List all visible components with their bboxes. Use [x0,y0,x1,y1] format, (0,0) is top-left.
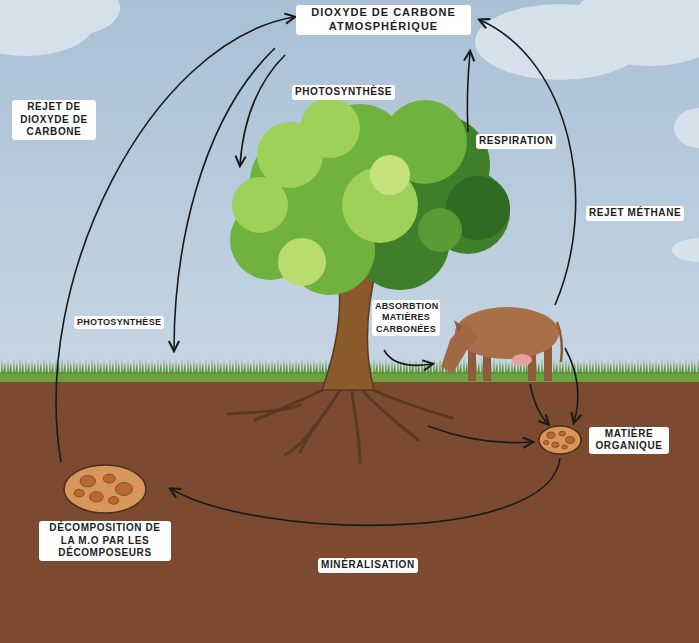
tree-roots [228,386,452,462]
organic-matter-blob [543,440,549,444]
decomposition-pool: DÉCOMPOSITION DE LA M.O PAR LES DÉCOMPOS… [39,463,171,561]
node-label: DÉCOMPOSITION DE LA M.O PAR LES DÉCOMPOS… [39,521,171,561]
cow [557,322,562,362]
cow [441,320,478,373]
cycle-arrow [240,55,285,165]
organic-matter-pool: MATIÈRE ORGANIQUE [537,424,669,456]
cow [441,307,562,381]
tree-canopy [418,208,462,252]
tree-canopy [370,155,410,195]
cycle-arrow [384,350,432,365]
node-label: DIOXYDE DE CARBONE ATMOSPHÉRIQUE [296,5,471,35]
organic-matter-blob [539,426,581,454]
process-label: PHOTOSYNTHÈSE [292,85,395,100]
organic-matter-blob [103,474,115,483]
organic-matter-blob [552,442,559,448]
organic-matter-blob [90,492,104,502]
organic-matter-blob [108,497,118,505]
soil [0,378,699,643]
tree-roots [352,392,360,462]
cycle-arrow [174,20,578,443]
process-label: PHOTOSYNTHÈSE [74,316,164,329]
process-label: ABSORBTION MATIÈRES CARBONÉES [372,300,440,336]
cloud [20,0,120,36]
organic-matter-blob [74,489,84,497]
cycle-connector [171,458,560,525]
node-label: MATIÈRE ORGANIQUE [589,427,669,454]
tree-roots [255,386,332,420]
flow-label: REJET DE DIOXYDE DE CARBONE [12,100,96,140]
cow [512,354,532,366]
organic-matter-blob [562,445,568,449]
cloud [672,238,699,262]
tree-roots [285,425,315,455]
organic-matter-blob [566,437,575,444]
tree-canopy [232,98,418,243]
cycle-arrow [467,52,470,132]
organic-matter-blob [547,432,555,438]
cycle-connector [56,17,294,462]
tree-roots [300,390,340,452]
organic-matter-blob [559,431,565,436]
organic-matter-blob [64,465,146,513]
organic-matter-blob [115,483,132,496]
cycle-arrow [428,426,532,443]
tree-roots [228,405,300,414]
process-label: REJET MÉTHANE [586,206,684,221]
cycle-arrow [530,384,548,424]
tree-canopy [300,98,360,158]
cloud [0,0,699,262]
organic-matter-blob [62,463,148,515]
tree-canopy [232,177,288,233]
cycle-arrow [480,20,576,305]
cow [454,320,462,332]
cycle-arrow [565,348,578,422]
tree-canopy [278,238,326,286]
organic-matter-blob [80,475,95,487]
carbon-pool-label: DIOXYDE DE CARBONE ATMOSPHÉRIQUE [296,5,471,35]
tree-roots [368,388,452,418]
cycle-arrow [174,48,275,350]
cloud [570,0,699,66]
flow-label: MINÉRALISATION [318,558,418,573]
process-label: RESPIRATION [476,134,556,149]
organic-matter-blob [537,424,583,456]
cloud [674,108,699,148]
soil [0,378,699,643]
